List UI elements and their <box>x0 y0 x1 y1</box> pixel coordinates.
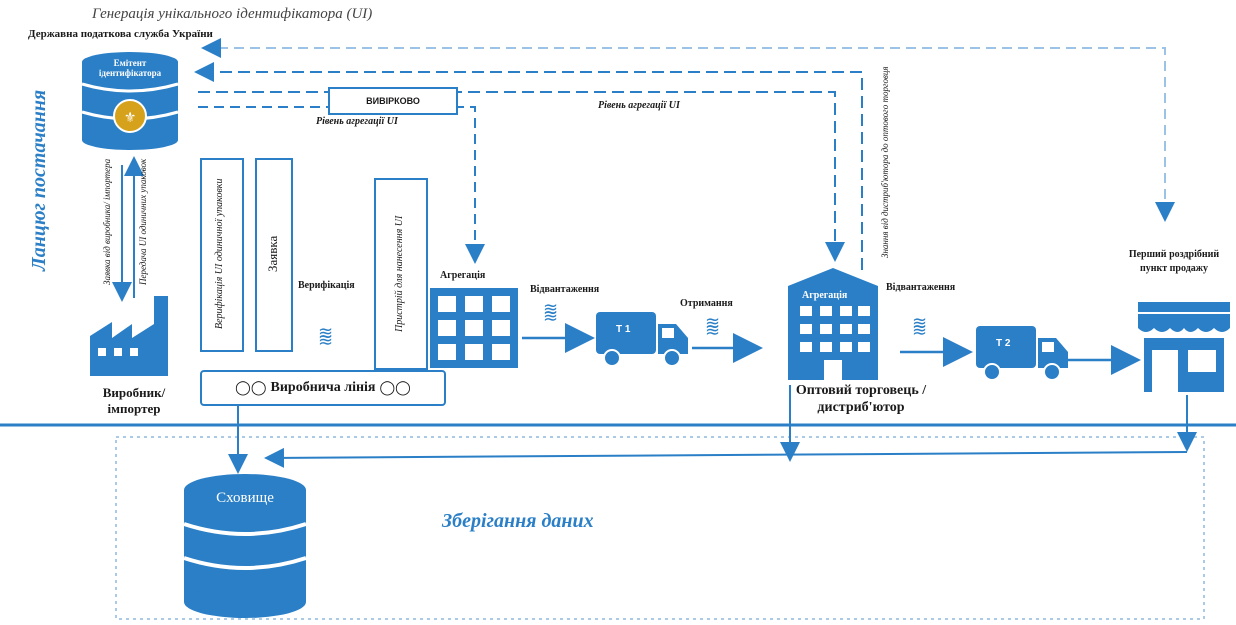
storage-db-label: Сховище <box>216 490 274 506</box>
receiving-label: Отримання <box>680 298 733 309</box>
manufacturer-label: Виробник/ імпортер <box>102 385 166 416</box>
shipping-2-label: Відвантаження <box>886 282 956 293</box>
wholesaler-label: Оптовий торговець / дистриб'ютор <box>795 383 927 415</box>
production-line: ◯◯ Виробнича лінія ◯◯ <box>200 370 446 406</box>
signal-icon: ≋≋ <box>705 313 721 340</box>
aggregation-2-label: Агрегація <box>802 290 848 301</box>
verification-label: Верифікація <box>298 280 355 291</box>
truck-2-icon: T 2 <box>976 326 1068 382</box>
storage-area-label: Зберігання даних <box>442 510 594 532</box>
note-ui-transfer: Передача UI одиничних упаковок <box>138 158 148 285</box>
removal-box: ВИВІРКОВО <box>328 87 458 115</box>
wholesaler-building-icon: Агрегація <box>778 268 888 380</box>
note-sample: Заявка від виробника/ імпортера <box>102 158 112 285</box>
retail-label: Перший роздрібний пункт продажу <box>1128 249 1220 274</box>
signal-icon: ≋≋ <box>318 323 334 350</box>
issuer-database: ⚜ Емітент ідентифікатора <box>80 50 180 150</box>
generation-title: Генерація унікального ідентифікатора (UI… <box>92 6 373 22</box>
printer-box: Пристрій для нанесення UI <box>374 178 428 370</box>
retail-store-icon <box>1138 302 1230 392</box>
shipping-1-label: Відвантаження <box>530 284 600 295</box>
level-label-mid: Рівень агрегації UI <box>598 100 680 111</box>
issuer-label: Емітент ідентифікатора <box>98 58 162 78</box>
factory-icon <box>86 296 182 376</box>
verify-single-text: Верифікація UI одиничної упаковки <box>214 178 225 330</box>
tax-service-label: Державна податкова служба України <box>28 28 213 40</box>
roller-icon: ◯◯ <box>379 380 411 396</box>
removal-label: ВИВІРКОВО <box>366 96 420 106</box>
note-info-wholesale: Знання від дистриб'ютора до оптового тор… <box>880 66 890 258</box>
signal-icon: ≋≋ <box>543 299 559 326</box>
supply-chain-label: Ланцюг постачання <box>28 89 50 271</box>
svg-text:⚜: ⚜ <box>124 110 137 126</box>
printer-text: Пристрій для нанесення UI <box>394 215 405 333</box>
truck-2-label: T 2 <box>996 338 1011 349</box>
verify-single-box: Верифікація UI одиничної упаковки <box>200 158 244 352</box>
request-box: Заявка <box>255 158 293 352</box>
aggregation-1-label: Агрегація <box>440 270 486 281</box>
production-line-label: Виробнича лінія <box>270 380 376 395</box>
storage-database-icon: Сховище <box>182 472 308 620</box>
aggregation-grid-icon <box>430 288 518 368</box>
level-label-left: Рівень агрегації UI <box>316 116 398 127</box>
signal-icon: ≋≋ <box>912 313 928 340</box>
roller-icon: ◯◯ <box>235 380 267 396</box>
truck-1-icon: T 1 <box>596 312 688 368</box>
truck-1-label: T 1 <box>616 324 631 335</box>
request-text: Заявка <box>265 235 280 273</box>
